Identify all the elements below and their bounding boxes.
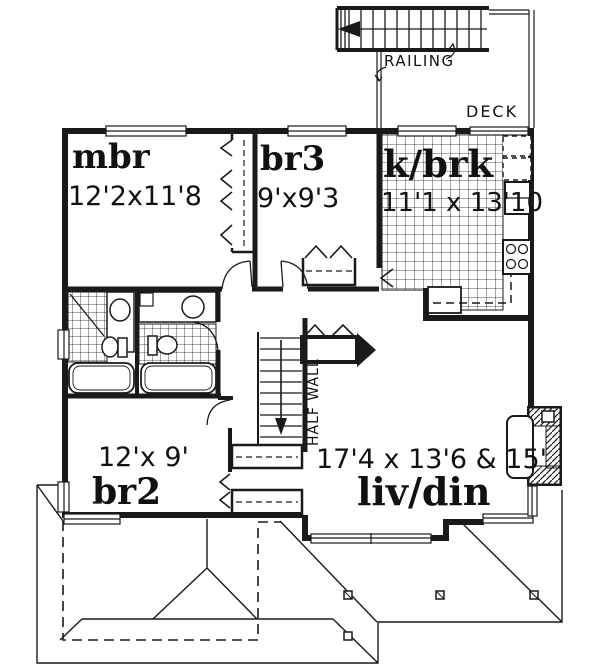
roof-outline [36,484,563,664]
mbr-closet-bifold-icon [219,139,233,157]
deck-right-rail [528,10,535,128]
mbr-closet-bifold-icon [219,224,233,246]
counter-edge-dashed [433,275,512,304]
mbr-dims-label: 12'2x11'8 [68,181,202,212]
mainbath-sink [181,295,205,319]
br3-door [280,260,309,290]
labels: mbr 12'2x11'8 br3 9'x9'3 k/brk 11'1 x 13… [68,52,547,514]
upper-cabinet [502,157,532,181]
roof-hidden-lines [62,521,281,641]
swing-doors [69,260,309,426]
br2-door [206,399,231,426]
stair-direction-arrow-icon [338,21,360,37]
roof-hip-center [279,520,378,623]
livdin-dims-label: 17'4 x 13'6 & 15' [316,444,547,475]
stove-burner-icon [517,243,529,255]
post-marks [343,590,539,600]
br3-closet-bifold-icon [329,244,353,259]
windows [57,125,538,544]
mainbath-hamper [139,292,154,307]
mainbath-toilet-bowl [156,335,178,355]
interior-stairs [260,337,302,438]
railing-arrow-right-icon [445,42,456,60]
mbr-name-label: mbr [72,137,151,177]
br2-closet-bifold-icon [218,491,231,509]
kitchen-south-wall [423,288,534,321]
fireplace-hatch [545,425,561,469]
hall-closet-upper [230,443,304,470]
firebox [506,415,534,479]
deck-label: DECK [466,102,518,121]
coat-closet-bifold-icon [303,323,327,338]
mainbath-toilet-tank [147,335,158,356]
deck-posts [343,590,539,641]
stove-burner-icon [505,243,517,255]
mbr-closet-bifold-icon [219,191,233,211]
lower-wall-dashed [62,521,281,641]
fireplace [506,406,562,486]
coat-closet-bifold-icon [330,323,356,338]
br2-closet-bifold-icon [218,473,231,491]
roof-hip-right [459,520,563,623]
mainbath-tub-inner [144,365,213,391]
upper-cabinet [502,135,532,157]
coat-closet-end-arrow-icon [357,333,376,367]
br3-dims-label: 9'x9'3 [257,183,339,214]
mbr-door [221,260,253,290]
roof-eave-line [36,485,563,664]
roof-gable [152,519,258,620]
post [343,631,353,641]
ensuite-tub-inner [72,365,131,391]
half-wall-label: HALF WALL [306,358,322,446]
railing-label: RAILING [384,52,455,70]
interior-walls [62,131,382,472]
deck-top-rail [489,9,529,15]
mbr-closet-bifold-icon [219,169,233,189]
roof-hip-top-left [36,484,64,522]
deck-left-rail [376,52,382,128]
livdin-name-label: liv/din [357,469,490,514]
exterior-stairs [335,6,489,52]
hall-closet-lower [230,488,304,517]
ensuite-toilet-bowl [101,336,119,358]
br3-closet-walls [301,258,357,287]
stove-burner-icon [505,258,517,270]
kitchen-fixtures [427,135,532,314]
br2-name-label: br2 [92,471,161,513]
ensuite-sink [109,298,131,322]
br3-closet-bifold-icon [304,244,328,259]
bifold-doors [218,139,394,509]
br3-name-label: br3 [260,139,325,179]
mbr-closet-walls [230,134,255,254]
kitchen-sink [427,286,462,314]
ensuite-shower-tile [67,291,108,363]
stair-down-arrow-icon [275,418,287,435]
ensuite-toilet-tank [117,337,128,358]
stove-burner-icon [517,258,529,270]
shower-door [69,293,105,337]
pantry-bifold-icon [379,268,394,288]
tiled-floors [67,133,504,365]
south-wall-step [443,519,484,541]
stove [502,239,532,275]
br2-dims-label: 12'x 9' [98,442,189,473]
bathroom-fixtures [68,291,217,394]
fireplace-flue [541,410,555,423]
deck [374,9,535,128]
liv-south-window-pane [311,533,431,544]
railing-arrow-left-icon [374,66,387,83]
kbrk-dims-label: 11'1 x 13'10 [381,188,543,218]
kbrk-name-label: k/brk [383,142,495,186]
